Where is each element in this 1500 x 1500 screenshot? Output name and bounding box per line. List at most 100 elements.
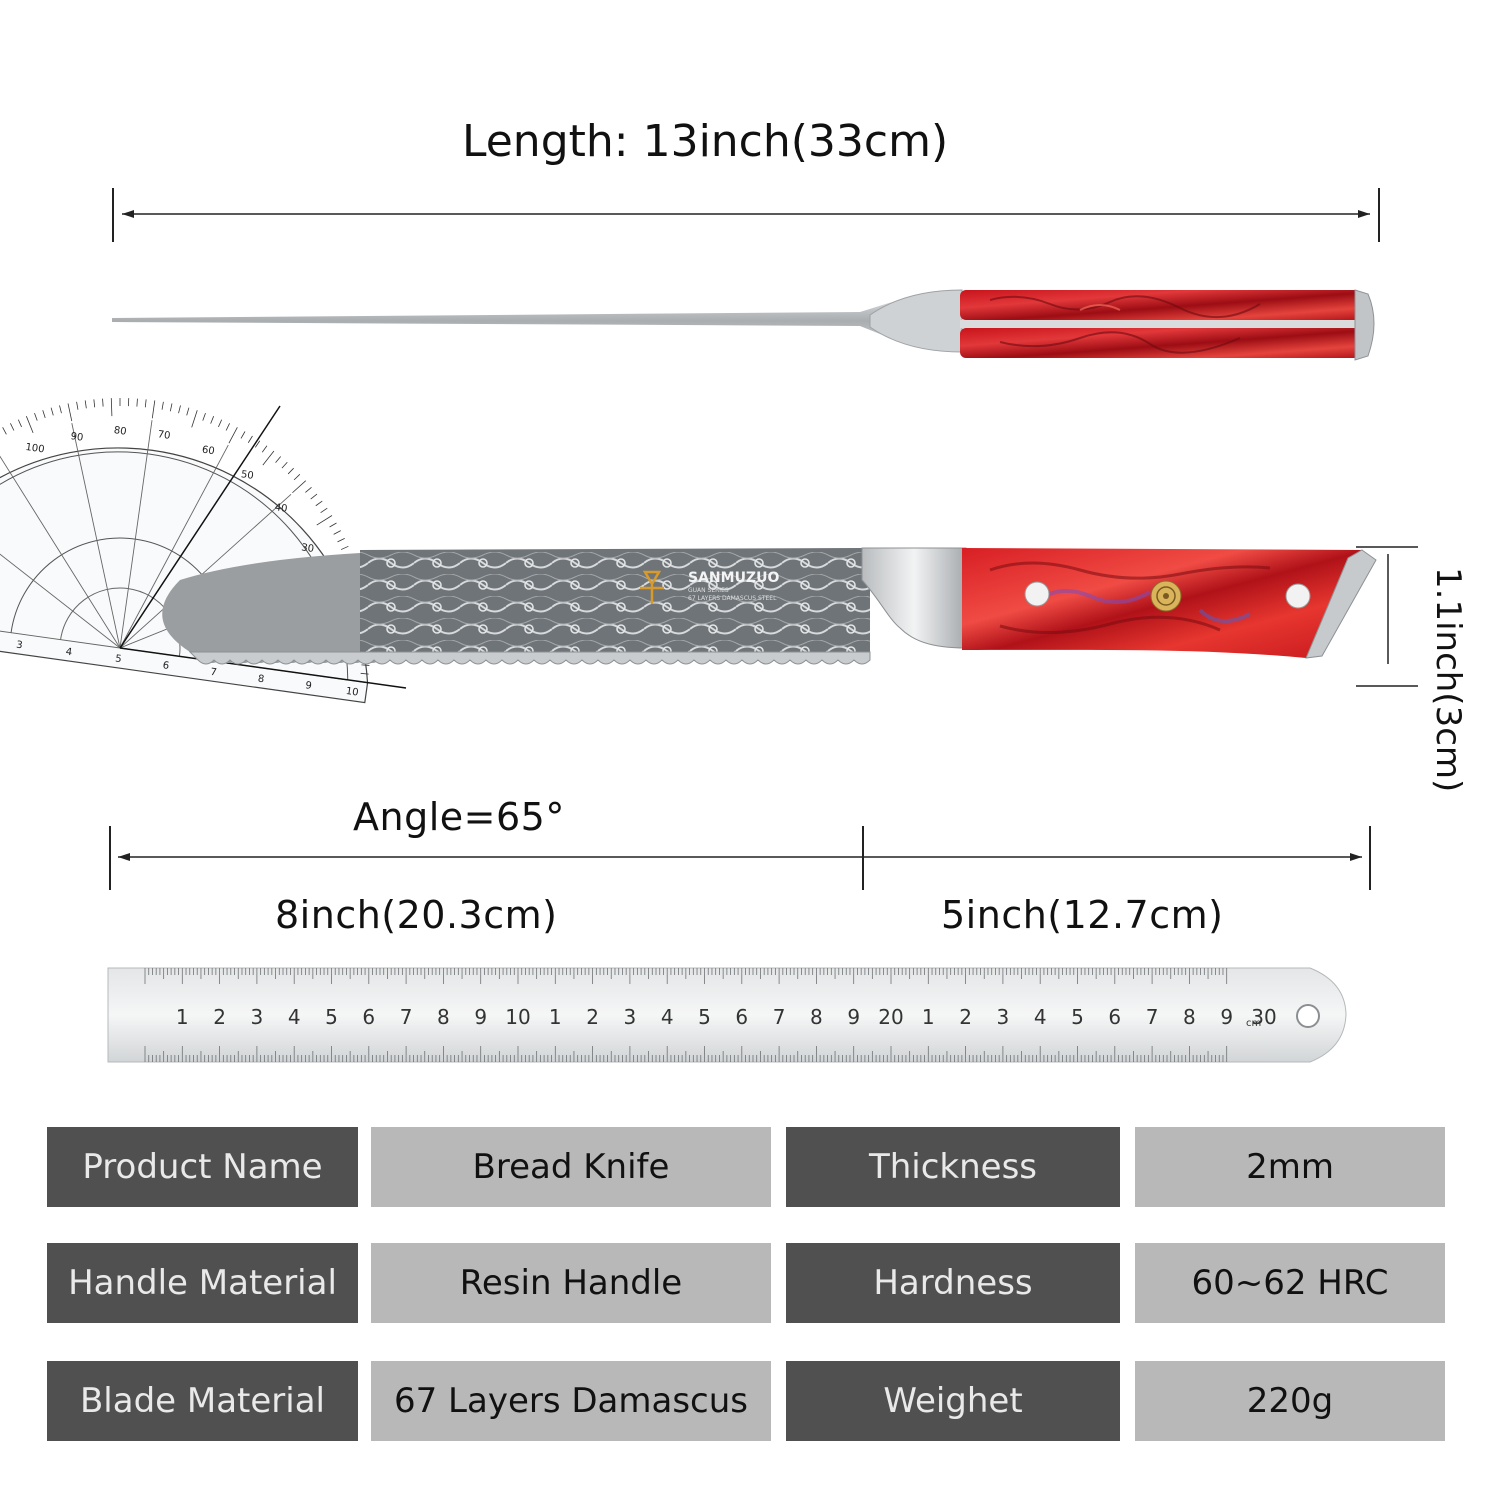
ruler-number: 5 <box>698 1005 711 1029</box>
ruler-number: 3 <box>624 1005 637 1029</box>
ruler-number: 20 <box>878 1005 903 1029</box>
protractor-tick <box>76 401 79 410</box>
protractor-tick <box>247 435 253 443</box>
ruler-number: 3 <box>251 1005 264 1029</box>
knife-side-view: SANMUZUO GUAN SERIES 67 LAYERS DAMASCUS … <box>162 547 1377 665</box>
ruler-number: 9 <box>847 1005 860 1029</box>
protractor-tick <box>67 403 73 422</box>
ruler-number: 3 <box>997 1005 1010 1029</box>
spec-value-thickness: 2mm <box>1135 1127 1445 1207</box>
protractor-tick <box>161 401 164 410</box>
protractor-tick <box>178 405 181 414</box>
protractor-tick <box>191 410 198 428</box>
protractor-tick <box>17 419 22 428</box>
spec-label-blade-material: Blade Material <box>47 1361 358 1441</box>
protractor-tick <box>10 423 15 431</box>
spec-label-handle-material: Handle Material <box>47 1243 358 1323</box>
ruler-number: 9 <box>474 1005 487 1029</box>
spec-value-product-name: Bread Knife <box>371 1127 771 1207</box>
width-label: 1.1inch(3cm) <box>1428 567 1468 793</box>
protractor-tick <box>275 456 282 463</box>
ruler-number: 7 <box>400 1005 413 1029</box>
ruler-number: 4 <box>288 1005 301 1029</box>
protractor-tick <box>310 493 318 500</box>
protractor-base-label: 5 <box>114 653 122 665</box>
protractor-tick <box>228 427 238 444</box>
spec-value-weight: 220g <box>1135 1361 1445 1441</box>
ruler-number: 4 <box>661 1005 674 1029</box>
protractor-tick <box>262 450 275 466</box>
spec-label-product-name: Product Name <box>47 1127 358 1207</box>
protractor-tick <box>316 515 333 526</box>
protractor-tick <box>333 530 341 535</box>
spec-value-hardness: 60~62 HRC <box>1135 1243 1445 1323</box>
protractor-tick <box>144 399 147 408</box>
protractor-base-label: 6 <box>162 660 170 672</box>
protractor-tick <box>34 412 38 421</box>
protractor-base-label: 8 <box>257 674 265 686</box>
protractor-base-label: 10 <box>345 686 359 699</box>
ruler-number: 5 <box>325 1005 338 1029</box>
mosaic-pin-icon <box>1150 580 1182 612</box>
ruler-number: 1 <box>922 1005 935 1029</box>
protractor-tick <box>293 474 301 481</box>
protractor-tick-label: 50 <box>240 469 254 482</box>
protractor-tick <box>25 416 34 434</box>
protractor-tick <box>261 445 268 453</box>
protractor-tick <box>287 467 294 475</box>
protractor-tick <box>320 507 328 514</box>
protractor-tick-label: 80 <box>113 425 127 438</box>
protractor-tick <box>84 400 87 409</box>
ruler-number: 10 <box>505 1005 530 1029</box>
length-dimension-line <box>112 188 1380 242</box>
brand-sub2: 67 LAYERS DAMASCUS STEEL <box>688 595 777 602</box>
ruler-number: 6 <box>735 1005 748 1029</box>
spec-value-handle-material: Resin Handle <box>371 1243 771 1323</box>
ruler-number: 30 <box>1251 1005 1276 1029</box>
protractor-tick-label: 110 <box>0 467 1 481</box>
ruler-number: 5 <box>1071 1005 1084 1029</box>
protractor-base-label: 9 <box>305 680 313 692</box>
protractor-tick <box>102 398 104 407</box>
protractor-tick <box>292 480 307 494</box>
protractor-tick <box>136 398 138 407</box>
knife-top-view <box>112 289 1375 361</box>
ruler-unit: cm <box>1246 1018 1261 1029</box>
protractor-tick <box>225 423 230 431</box>
protractor-tick <box>315 500 323 507</box>
protractor-tick <box>240 431 246 439</box>
protractor-tick <box>169 403 173 412</box>
ruler-number: 8 <box>437 1005 450 1029</box>
ruler-number: 6 <box>362 1005 375 1029</box>
brand-name: SANMUZUO <box>688 570 779 586</box>
ruler-number: 7 <box>773 1005 786 1029</box>
protractor-tick <box>329 522 337 528</box>
protractor-tick <box>93 399 96 408</box>
length-label: Length: 13inch(33cm) <box>462 116 949 167</box>
brand-sub1: GUAN SERIES <box>688 587 729 594</box>
protractor-tick <box>305 486 312 493</box>
protractor-tick <box>360 672 369 675</box>
protractor-tick <box>254 440 261 448</box>
protractor-tick <box>2 427 7 435</box>
spec-label-hardness: Hardness <box>786 1243 1120 1323</box>
protractor-base-label: 4 <box>65 647 73 659</box>
handle-length-label: 5inch(12.7cm) <box>941 893 1224 937</box>
protractor-tick-label: 60 <box>201 445 215 458</box>
protractor-tick <box>151 400 156 419</box>
spec-value-blade-material: 67 Layers Damascus <box>371 1361 771 1441</box>
spec-label-weight: Weighet <box>786 1361 1120 1441</box>
ruler-number: 8 <box>1183 1005 1196 1029</box>
spec-label-thickness: Thickness <box>786 1127 1120 1207</box>
protractor-tick <box>210 416 215 424</box>
ruler-number: 8 <box>810 1005 823 1029</box>
width-dimension-line <box>1356 546 1418 687</box>
protractor-base-label: 3 <box>15 640 23 652</box>
protractor-tick <box>218 419 223 428</box>
brand-logo: SANMUZUO GUAN SERIES 67 LAYERS DAMASCUS … <box>640 570 779 604</box>
protractor-tick-label: 40 <box>274 502 288 515</box>
segment-dimension-lines <box>109 826 1371 890</box>
ruler-number: 7 <box>1146 1005 1159 1029</box>
protractor-tick <box>281 461 288 469</box>
ruler-number: 1 <box>176 1005 189 1029</box>
